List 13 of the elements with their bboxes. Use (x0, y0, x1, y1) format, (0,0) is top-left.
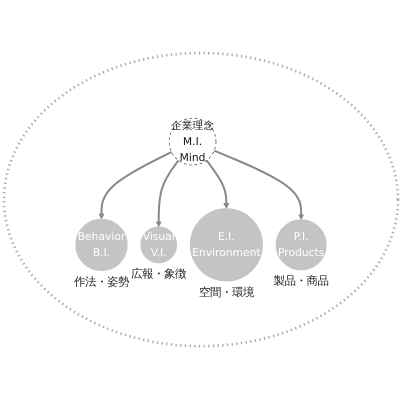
arrow (206, 160, 230, 210)
node-circle: Behavior B.I. (75, 219, 128, 272)
node-caption: 製品・商品 (274, 274, 329, 288)
node-circle: E.I. Environment (190, 208, 263, 282)
node-caption: 作法・姿勢 (74, 274, 129, 289)
arrow (156, 160, 180, 228)
node-circle: 企業理念 M.I. Mind (168, 118, 216, 166)
node-circle: P.I. Products (276, 220, 327, 271)
node-caption: 空間・環境 (198, 285, 254, 300)
arrow (98, 152, 172, 220)
node-circle: Visual V.I. (140, 226, 178, 264)
node-caption: 広報・象徴 (131, 266, 186, 281)
arrow (214, 150, 304, 220)
